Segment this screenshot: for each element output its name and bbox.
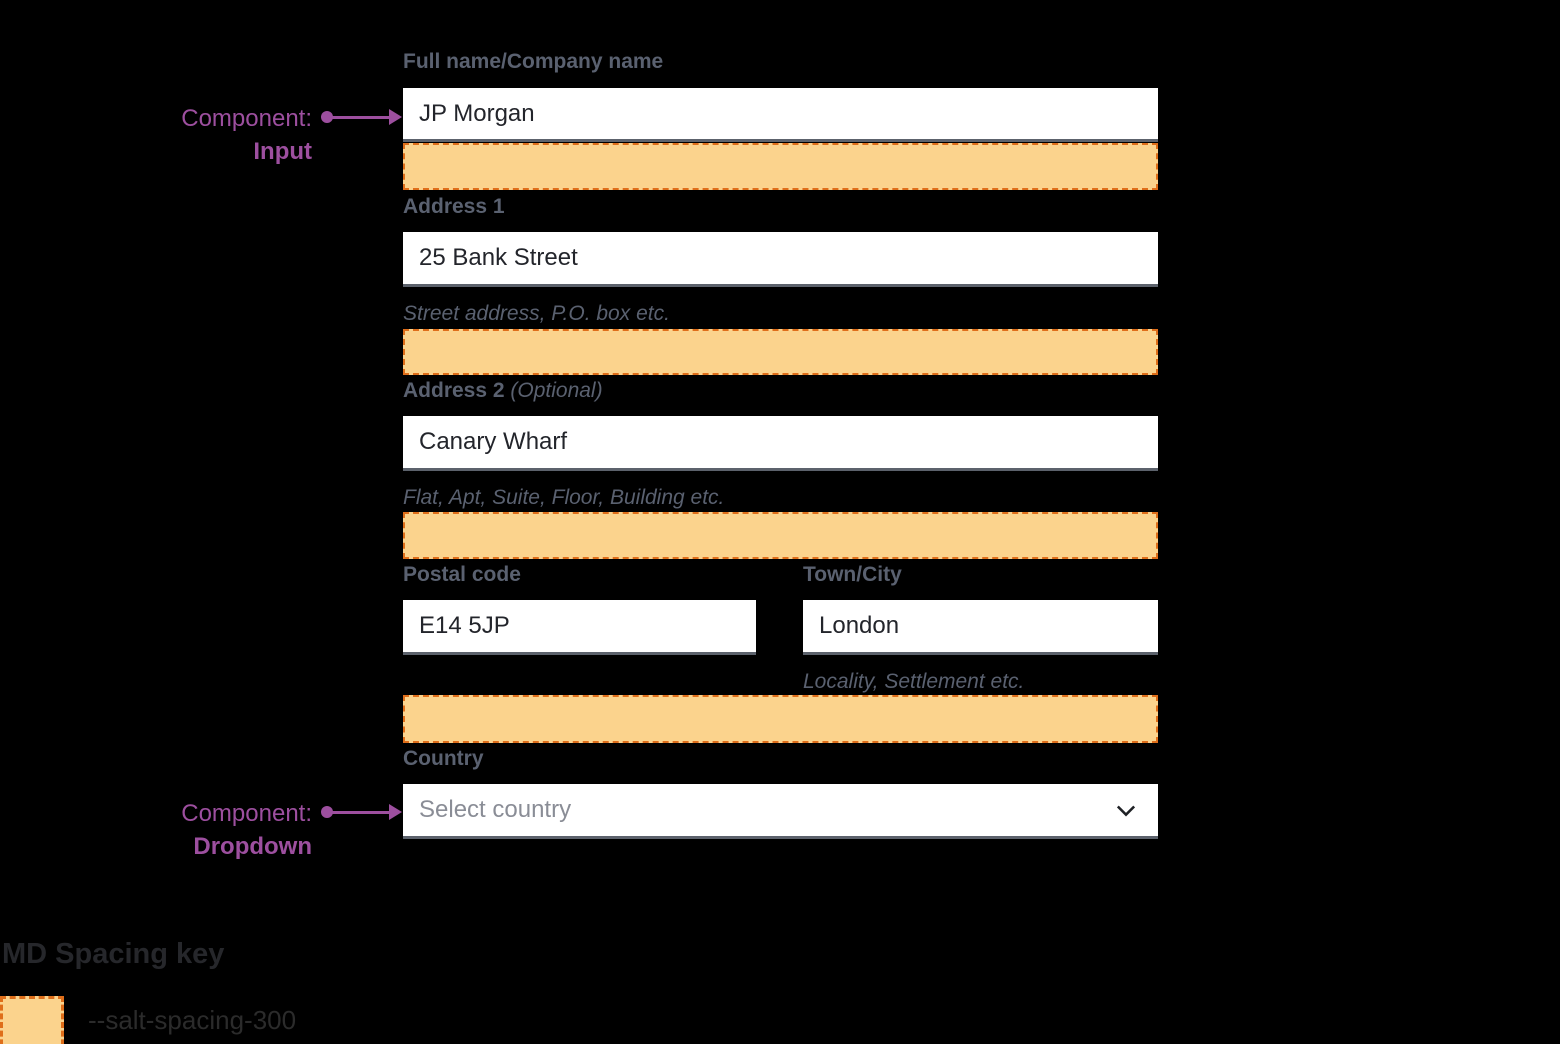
country-label: Country bbox=[403, 747, 484, 770]
spacing-key-title: MD Spacing key bbox=[2, 938, 225, 970]
address1-input[interactable] bbox=[403, 232, 1158, 287]
annotation-dropdown-prefix: Component: bbox=[181, 800, 312, 827]
annotation-input: Component: Input bbox=[120, 102, 312, 168]
town-city-helper-text: Locality, Settlement etc. bbox=[803, 670, 1025, 693]
spacing-block-salt-300 bbox=[403, 695, 1158, 743]
country-dropdown[interactable]: Select country bbox=[403, 784, 1158, 839]
town-city-input[interactable] bbox=[803, 600, 1158, 655]
annotation-input-arrow-head bbox=[389, 109, 402, 125]
address2-label: Address 2 (Optional) bbox=[403, 379, 603, 403]
full-name-input[interactable] bbox=[403, 88, 1158, 142]
postal-code-input[interactable] bbox=[403, 600, 756, 655]
address2-input[interactable] bbox=[403, 416, 1158, 471]
spacing-block-salt-300 bbox=[403, 143, 1158, 190]
spacing-block-salt-300 bbox=[403, 512, 1158, 559]
full-name-label: Full name/Company name bbox=[403, 50, 664, 73]
annotation-input-prefix: Component: bbox=[181, 105, 312, 132]
address2-label-text: Address 2 bbox=[403, 379, 505, 402]
country-dropdown-placeholder: Select country bbox=[419, 796, 572, 823]
annotation-dropdown-arrow-head bbox=[389, 804, 402, 820]
spacing-key-token: --salt-spacing-300 bbox=[88, 1005, 297, 1035]
address2-helper-text: Flat, Apt, Suite, Floor, Building etc. bbox=[403, 486, 725, 509]
annotation-input-name: Input bbox=[253, 138, 312, 165]
town-city-label: Town/City bbox=[803, 563, 902, 586]
address1-helper-text: Street address, P.O. box etc. bbox=[403, 302, 670, 325]
address2-optional-text: (Optional) bbox=[510, 379, 603, 402]
annotation-dropdown-name: Dropdown bbox=[193, 833, 312, 860]
annotation-input-arrow-line bbox=[327, 116, 391, 119]
spacing-block-salt-300 bbox=[403, 329, 1158, 375]
annotation-dropdown-arrow-line bbox=[327, 811, 391, 814]
address1-label: Address 1 bbox=[403, 195, 505, 218]
postal-code-label: Postal code bbox=[403, 563, 521, 586]
annotation-dropdown: Component: Dropdown bbox=[120, 797, 312, 863]
chevron-down-icon bbox=[1112, 796, 1140, 824]
spacing-key-swatch bbox=[0, 996, 64, 1044]
